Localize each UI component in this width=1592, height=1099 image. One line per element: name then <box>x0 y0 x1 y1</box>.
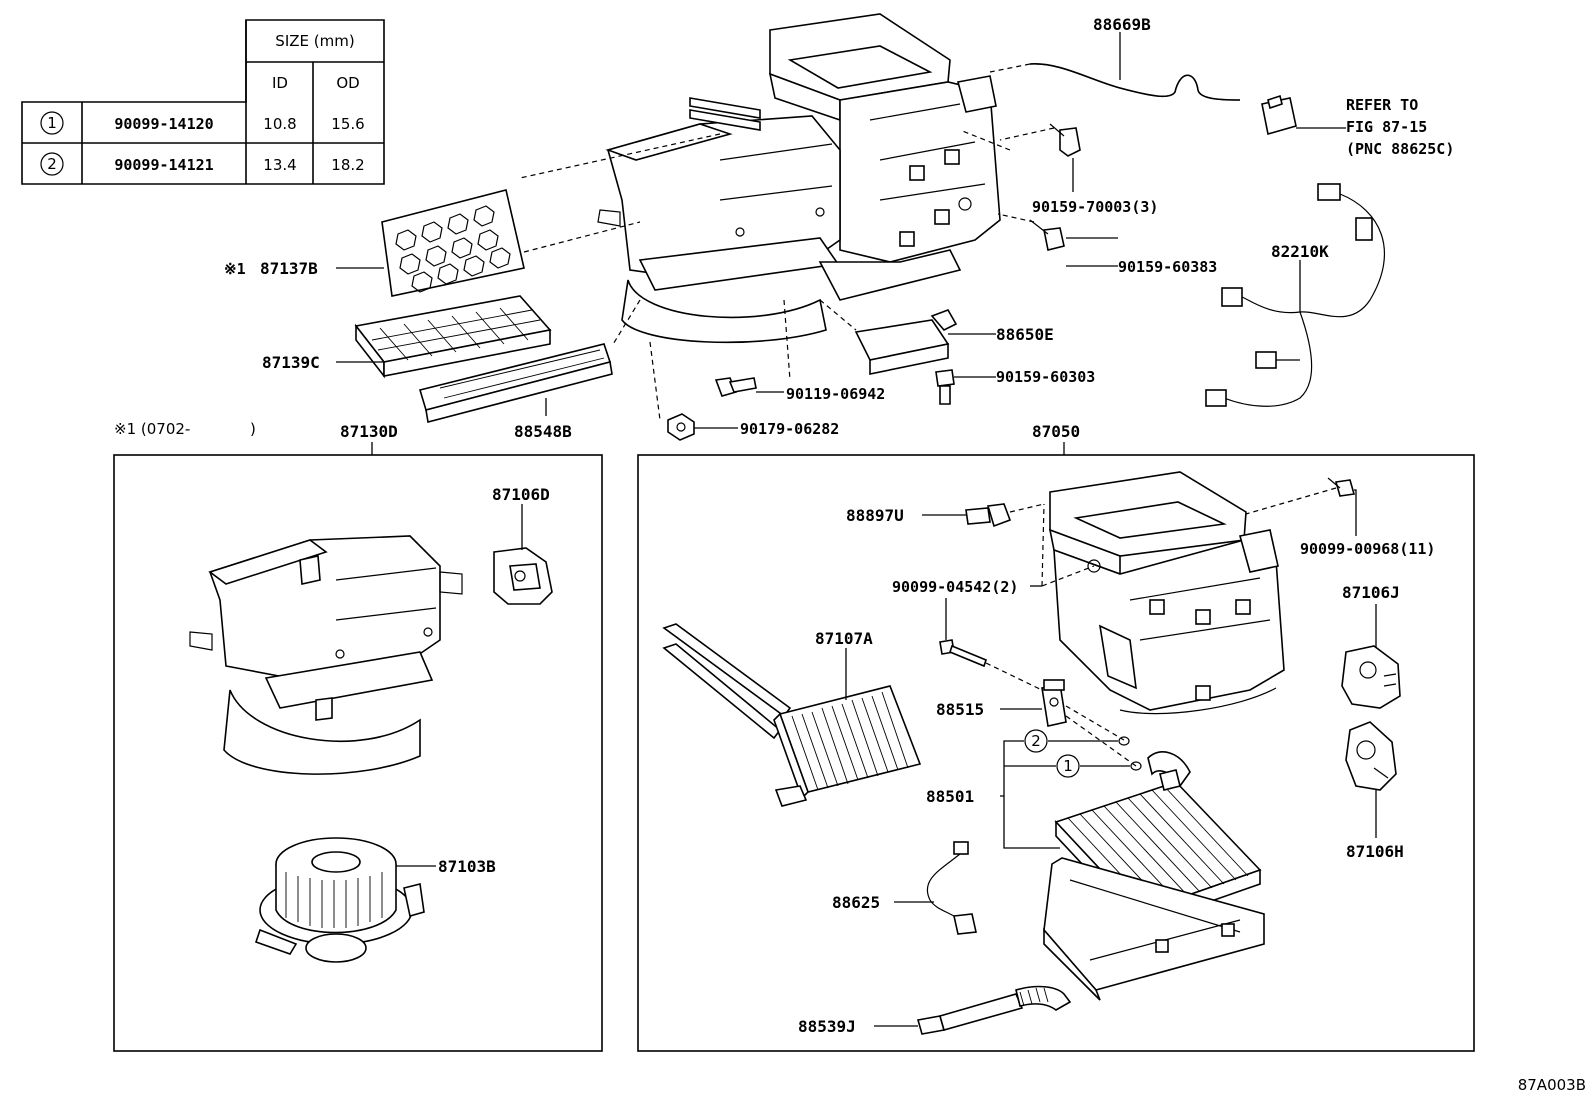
label-90179-06282: 90179-06282 <box>740 420 839 438</box>
row2-od: 18.2 <box>331 156 364 174</box>
size-table: SIZE (mm) ID OD 1 90099-14120 10.8 15.6 … <box>21 19 385 185</box>
row1-number: 1 <box>47 114 57 132</box>
box-87130D <box>113 454 603 1052</box>
label-88548B: 88548B <box>514 422 572 441</box>
bolt-90099-04542 <box>939 639 987 668</box>
label-88650E: 88650E <box>996 325 1054 344</box>
label-87130D: 87130D <box>340 422 398 441</box>
label-90099-04542: 90099-04542(2) <box>892 578 1018 596</box>
label-90159-70003: 90159-70003(3) <box>1032 198 1158 216</box>
label-90159-60383: 90159-60383 <box>1118 258 1217 276</box>
box-87050 <box>637 454 1475 1052</box>
label-87050: 87050 <box>1032 422 1080 441</box>
hvac-case-87050 <box>1048 471 1285 715</box>
oring-2-marker: 2 <box>1031 732 1041 750</box>
actuator-87106J <box>1341 645 1401 709</box>
label-88897U: 88897U <box>846 506 904 525</box>
bolt-90119-06942 <box>714 377 757 397</box>
screw-90159-60383 <box>1029 219 1065 251</box>
row1-id: 10.8 <box>263 115 296 133</box>
label-88625: 88625 <box>832 893 880 912</box>
row1-od: 15.6 <box>331 115 364 133</box>
label-87106J: 87106J <box>1342 583 1400 602</box>
sensor-88897U <box>965 503 1012 528</box>
hose-88669B <box>1029 63 1297 136</box>
label-88515: 88515 <box>936 700 984 719</box>
label-87103B: 87103B <box>438 857 496 876</box>
screw-90159-70003 <box>1049 123 1081 157</box>
bolt-90159-60303 <box>935 369 955 405</box>
blower-case-87130D <box>189 535 463 775</box>
label-90159-60303: 90159-60303 <box>996 368 1095 386</box>
ecu-88650E <box>854 309 958 375</box>
lower-case <box>1043 857 1265 1001</box>
label-88539J: 88539J <box>798 1017 856 1036</box>
label-87139C: 87139C <box>262 353 320 372</box>
label-88501: 88501 <box>926 787 974 806</box>
actuator-87106H <box>1345 721 1397 791</box>
refer-line1: REFER TO <box>1346 96 1418 114</box>
note-close: ) <box>250 420 256 438</box>
filter-87139C <box>354 295 552 379</box>
label-82210K: 82210K <box>1271 242 1329 261</box>
oring-1-marker: 1 <box>1063 757 1073 775</box>
drain-hose-88539J <box>916 985 1072 1035</box>
screw-90099-00968 <box>1327 477 1356 497</box>
row2-number: 2 <box>47 155 57 173</box>
label-87137B: 87137B <box>260 259 318 278</box>
row1-part: 90099-14120 <box>114 115 213 133</box>
label-87137B-mark: ※1 <box>224 260 246 278</box>
thermistor-88625 <box>926 841 977 935</box>
refer-line3: (PNC 88625C) <box>1346 140 1454 158</box>
row2-part: 90099-14121 <box>114 156 213 174</box>
actuator-87106D <box>493 547 553 605</box>
row2-id: 13.4 <box>263 156 296 174</box>
figure-code: 87A003B <box>1518 1076 1586 1094</box>
label-90099-00968: 90099-00968(11) <box>1300 540 1435 558</box>
label-88669B: 88669B <box>1093 15 1151 34</box>
label-87107A: 87107A <box>815 629 873 648</box>
label-87106D: 87106D <box>492 485 550 504</box>
refer-line2: FIG 87-15 <box>1346 118 1427 136</box>
label-87106H: 87106H <box>1346 842 1404 861</box>
strip-88548B <box>418 343 613 423</box>
note-mark: ※1 (0702- <box>114 420 190 438</box>
harness-82210K <box>1205 183 1385 407</box>
label-90119-06942: 90119-06942 <box>786 385 885 403</box>
col-id-header: ID <box>272 74 288 92</box>
size-header: SIZE (mm) <box>275 32 354 50</box>
col-od-header: OD <box>336 74 359 92</box>
blower-motor-87103B <box>254 837 425 963</box>
filter-cover-87137B <box>381 189 525 297</box>
nut-90179-06282 <box>667 413 695 441</box>
valve-88515 <box>1041 679 1067 727</box>
main-hvac-assembly <box>597 13 1001 344</box>
heater-core-87107A <box>662 623 922 807</box>
